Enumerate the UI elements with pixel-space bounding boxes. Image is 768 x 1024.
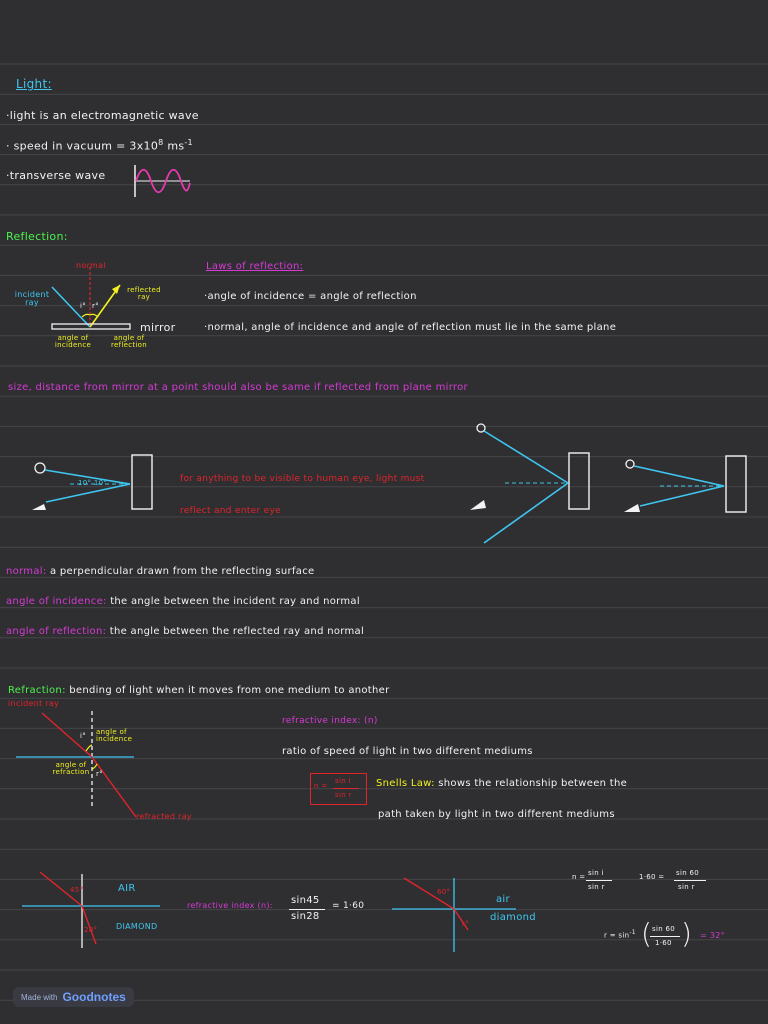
r-angle-label: r° xyxy=(92,302,99,310)
angle-45-label: 45° xyxy=(70,886,84,894)
refraction-heading: Refraction: xyxy=(8,685,66,696)
size-distance-note: size, distance from mirror at a point sh… xyxy=(8,382,468,393)
air-label-2: air xyxy=(496,894,510,905)
incidence-term: angle of incidence: xyxy=(6,596,107,607)
visibility-note-line1: for anything to be visible to human eye,… xyxy=(180,474,425,484)
formula3-paren-right: ) xyxy=(681,917,693,950)
goodnotes-badge[interactable]: Made with Goodnotes xyxy=(13,987,134,1007)
refraction-r-label: r° xyxy=(96,770,103,778)
made-with-text: Made with xyxy=(21,992,58,1002)
snells-law-definition: shows the relationship between the xyxy=(438,778,628,789)
diagram-angles: 10° 10° xyxy=(78,479,108,487)
snells-formula-box: n = sin i sin r xyxy=(310,773,367,805)
normal-label: normal xyxy=(76,261,106,270)
refraction-angle-refraction-label: angle of refraction xyxy=(52,761,90,776)
refracted-ray-label: refracted ray xyxy=(136,812,192,821)
snells-box-fraction-bar xyxy=(333,788,359,789)
snells-box-n: n = xyxy=(314,782,328,790)
light-bullet-transverse: ·transverse wave xyxy=(6,169,106,182)
refraction-diagram xyxy=(16,711,137,818)
snells-law-definition-2: path taken by light in two different med… xyxy=(378,809,615,820)
formula-n-equals: n = xyxy=(572,873,586,881)
diamond-label: DIAMOND xyxy=(116,922,158,931)
snells-law-line: Snells Law: shows the relationship betwe… xyxy=(376,779,627,789)
definition-angle-reflection: angle of reflection: the angle between t… xyxy=(6,627,364,637)
formula3-result: = 32° xyxy=(700,931,725,940)
definition-angle-incidence: angle of incidence: the angle between th… xyxy=(6,597,360,607)
air-label: AIR xyxy=(118,883,136,894)
reflection-heading: Reflection: xyxy=(6,230,68,243)
angle-60-label: 60° xyxy=(437,888,451,896)
diamond-label-2: diamond xyxy=(490,912,536,923)
angle-28-label: 28° xyxy=(84,926,98,934)
mirror-label: mirror xyxy=(140,321,176,334)
definition-normal: normal: a perpendicular drawn from the r… xyxy=(6,567,314,577)
ri-denominator: sin28 xyxy=(291,911,320,922)
refraction-definition: bending of light when it moves from one … xyxy=(69,685,390,696)
formula3-left-text: r = sin xyxy=(604,931,630,940)
angle-of-incidence-label: angle of incidence xyxy=(54,334,92,349)
formula2-left: 1·60 = xyxy=(639,873,665,881)
ratio-of-speed-text: ratio of speed of light in two different… xyxy=(282,746,533,757)
ri-result: = 1·60 xyxy=(332,901,365,911)
law-1: ·angle of incidence = angle of reflectio… xyxy=(204,291,417,302)
formula3-exponent: -1 xyxy=(629,929,636,936)
mirror-eye-diagrams xyxy=(32,423,747,544)
visibility-note-line2: reflect and enter eye xyxy=(180,506,281,516)
light-heading: Light: xyxy=(16,77,52,91)
normal-term: normal: xyxy=(6,566,47,577)
formula2-denominator: sin r xyxy=(678,883,695,891)
speed-unit: ms xyxy=(167,139,185,153)
formula-n-denominator: sin r xyxy=(588,883,605,891)
goodnotes-brand: Goodnotes xyxy=(62,990,126,1004)
ri-fraction-bar xyxy=(289,909,325,910)
formula-n-numerator: sin i xyxy=(588,869,604,877)
light-bullet-em-wave: ·light is an electromagnetic wave xyxy=(6,109,199,122)
law-2: ·normal, angle of incidence and angle of… xyxy=(204,322,617,333)
normal-definition: a perpendicular drawn from the reflectin… xyxy=(50,566,315,577)
speed-exponent: 8 xyxy=(158,138,164,147)
example-air-diamond-diagram xyxy=(392,877,516,952)
speed-unit-exponent: -1 xyxy=(184,138,193,147)
reflection-term: angle of reflection: xyxy=(6,626,107,637)
formula2-numerator: sin 60 xyxy=(676,869,699,877)
formula3-denominator: 1·60 xyxy=(655,939,672,947)
refraction-i-label: i° xyxy=(80,732,87,740)
reflection-definition: the angle between the reflected ray and … xyxy=(109,626,365,637)
snells-box-denominator: sin r xyxy=(335,791,352,799)
formula3-numerator: sin 60 xyxy=(652,925,675,933)
refractive-index-title: refractive index: (n) xyxy=(282,716,378,726)
i-angle-label: i° xyxy=(80,302,87,310)
snells-box-numerator: sin i xyxy=(335,777,351,785)
formula3-paren-left: ( xyxy=(641,917,653,950)
refractive-index-label: refractive index (n): xyxy=(187,901,273,910)
laws-title: Laws of reflection: xyxy=(206,261,304,272)
refraction-heading-line: Refraction: bending of light when it mov… xyxy=(8,686,390,696)
formula3-bar xyxy=(650,936,680,937)
formula3-left: r = sin-1 xyxy=(604,930,636,939)
example-diamond-diagram xyxy=(22,871,160,948)
reflection-diagram xyxy=(51,267,131,330)
snells-law-term: Snells Law: xyxy=(376,778,435,789)
refraction-angle-incidence-label: angle of incidence xyxy=(96,728,133,743)
ri-numerator: sin45 xyxy=(291,895,320,906)
speed-text: · speed in vacuum = 3x10 xyxy=(6,139,159,153)
angle-of-reflection-label: angle of reflection xyxy=(110,334,147,349)
transverse-wave-sketch xyxy=(134,165,191,197)
light-bullet-speed: · speed in vacuum = 3x108 ms-1 xyxy=(6,139,193,152)
formula-n-bar xyxy=(586,880,612,881)
incidence-definition: the angle between the incident ray and n… xyxy=(110,596,360,607)
incident-ray-label: incident ray xyxy=(14,290,50,307)
refraction-incident-ray-label: incident ray xyxy=(8,699,60,708)
formula2-bar xyxy=(674,880,706,881)
angle-r-label: r° xyxy=(462,920,469,928)
reflected-ray-label: reflected ray xyxy=(127,286,161,301)
